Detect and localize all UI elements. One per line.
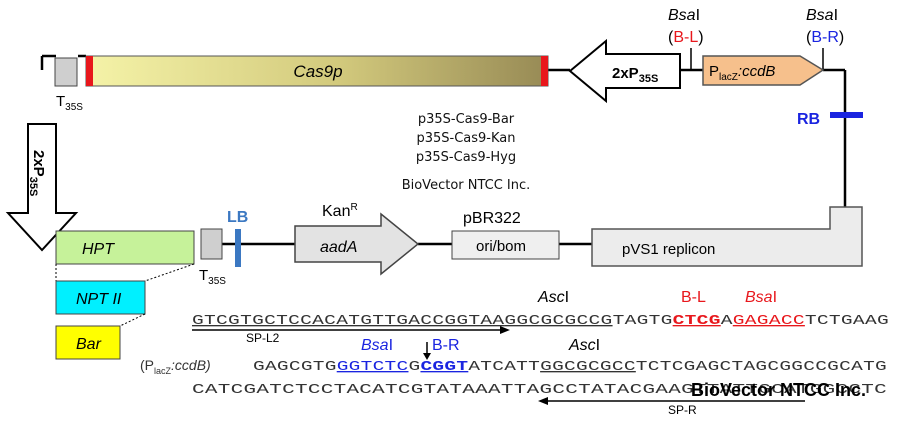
- kanr-aada-gene: [294, 212, 420, 276]
- t35s-top-label: T35S: [56, 93, 83, 113]
- bl-site-label: (B-L): [668, 29, 704, 46]
- watermark: BioVector NTCC Inc.: [691, 380, 867, 400]
- bsal-label-row1: BsaI: [745, 289, 777, 306]
- lb-label: LB: [227, 209, 248, 226]
- br-site-label: (B-R): [806, 29, 844, 46]
- construct-kan: p35S-Cas9-Kan: [416, 131, 516, 146]
- t35s-terminator-bottom: [200, 228, 223, 260]
- nptii-gene: [55, 280, 146, 315]
- placz-ccdb-label: PlacZ:ccdB: [709, 63, 775, 83]
- cas9-label: Cas9p: [293, 62, 342, 81]
- cas9-start-marker: [86, 56, 93, 86]
- t35s-terminator-top: [54, 57, 78, 87]
- promoter-2xp35s-top-label: 2xP35S: [612, 65, 658, 85]
- bsal-right-label: BsaI: [806, 7, 838, 24]
- hpt-gene: [55, 230, 195, 265]
- cas9-end-marker: [541, 56, 548, 86]
- ori-bom-box: [451, 230, 560, 260]
- construct-hyg: p35S-Cas9-Hyg: [415, 150, 517, 165]
- br-label-row2: B-R: [432, 337, 460, 354]
- cas9-gene: [85, 55, 549, 87]
- kanr-label: KanR: [322, 202, 358, 220]
- bl-label-row1: B-L: [681, 289, 706, 306]
- pbr322-label: pBR322: [463, 210, 521, 227]
- marker-swap-line-3: [119, 313, 146, 327]
- ori-bom-label: ori/bom: [476, 238, 526, 255]
- pvs1-replicon: [591, 206, 863, 267]
- promoter-2xp35s-left-label: 2xP35S: [27, 150, 47, 196]
- hpt-label: HPT: [82, 241, 115, 258]
- construct-list: p35S-Cas9-Bar p35S-Cas9-Kan p35S-Cas9-Hy…: [366, 110, 566, 167]
- asci-label-row2: AscI: [568, 337, 600, 354]
- bar-gene: [55, 325, 121, 360]
- sequence-row3: CATCGATCTCCTACATCGTATAAATTAGCCTATACGAAGT…: [192, 383, 887, 398]
- aada-label: aadA: [320, 239, 357, 256]
- promoter-2xp35s-top: [568, 38, 681, 104]
- company-caption: BioVector NTCC Inc.: [401, 178, 531, 193]
- rb-border: [830, 112, 863, 118]
- marker-swap-line-2: [144, 263, 195, 282]
- asci-label-row1: AscI: [537, 289, 569, 306]
- construct-bar: p35S-Cas9-Bar: [417, 112, 515, 127]
- t35s-bottom-label: T35S: [199, 267, 226, 287]
- bar-label: Bar: [76, 336, 102, 353]
- nptii-label: NPT II: [76, 291, 122, 308]
- lb-border: [235, 229, 241, 267]
- placz-ccdb-cassette: [702, 55, 825, 86]
- pvs1-label: pVS1 replicon: [622, 241, 715, 258]
- row2-prefix: (PlacZ:ccdB): [140, 357, 211, 376]
- bsal-label-row2: BsaI: [361, 337, 393, 354]
- primer-sp-r-label: SP-R: [668, 403, 697, 417]
- primer-sp-l2-label: SP-L2: [246, 331, 280, 345]
- primer-sp-r-arrowhead: [538, 397, 548, 405]
- primer-sp-l2-arrowhead: [500, 326, 510, 334]
- cut-site-arrowhead: [423, 353, 431, 360]
- bsal-left-label: BsaI: [668, 7, 700, 24]
- rb-label: RB: [797, 111, 820, 128]
